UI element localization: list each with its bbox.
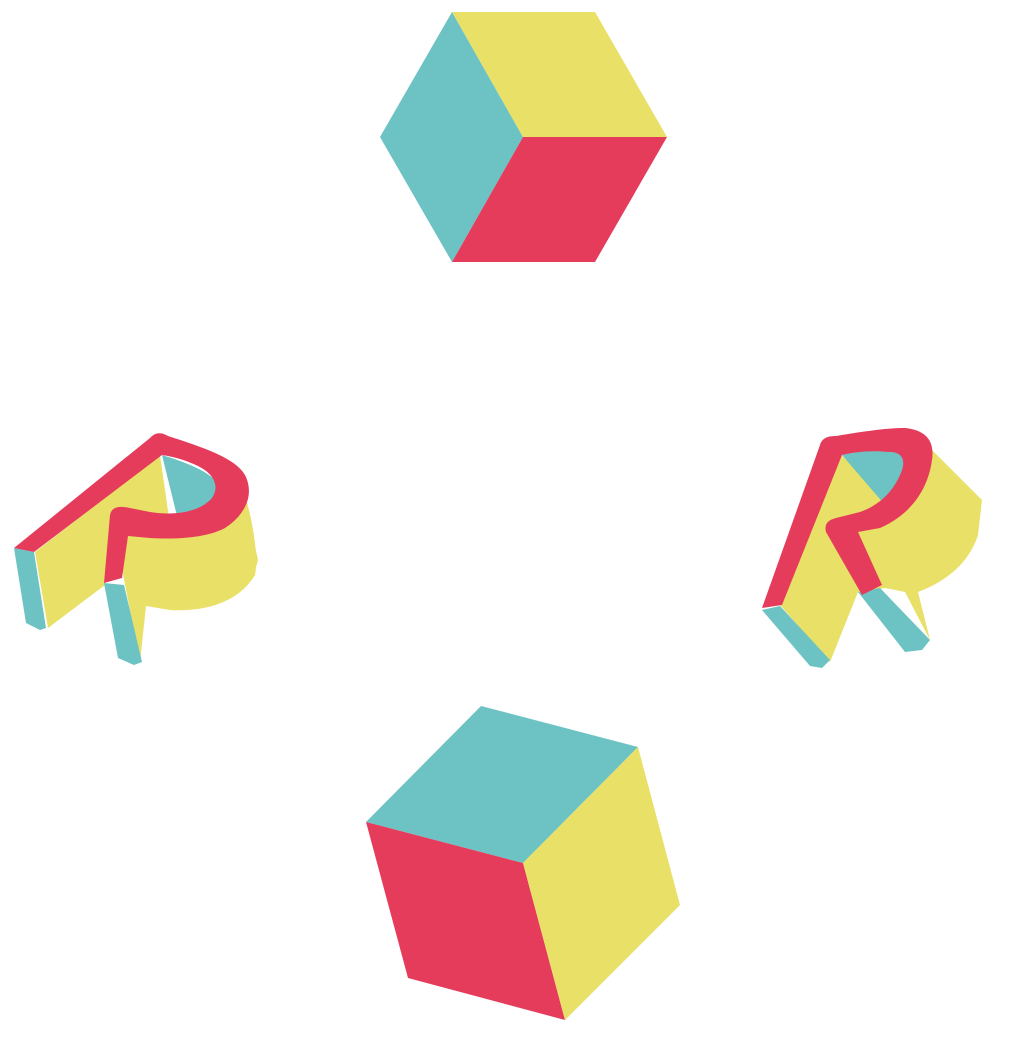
left-letter-p-side-yellow bbox=[35, 455, 258, 662]
bottom-cube bbox=[366, 706, 680, 1020]
left-letter-p-leg-left-shadow bbox=[14, 548, 46, 630]
left-letter-p-leg-right-shadow bbox=[104, 583, 142, 665]
top-cube bbox=[380, 12, 667, 262]
top-cube-top-face bbox=[452, 12, 667, 137]
bottom-cube-left-face bbox=[366, 822, 565, 1020]
right-letter-r-side-yellow bbox=[780, 448, 982, 662]
bottom-cube-top-face bbox=[366, 706, 638, 863]
left-letter-p bbox=[14, 433, 258, 665]
right-letter-r-leg-left-shadow bbox=[762, 606, 830, 668]
right-letter-r-leg-right-shadow bbox=[858, 588, 930, 652]
right-letter-r-front-stroke bbox=[762, 428, 933, 608]
left-letter-p-front-stroke bbox=[14, 433, 249, 583]
top-cube-right-face bbox=[452, 137, 667, 262]
bottom-cube-right-face bbox=[523, 747, 680, 1020]
top-cube-left-face bbox=[380, 12, 523, 262]
right-letter-r bbox=[762, 428, 982, 668]
left-letter-p-inner-shadow bbox=[162, 455, 217, 520]
